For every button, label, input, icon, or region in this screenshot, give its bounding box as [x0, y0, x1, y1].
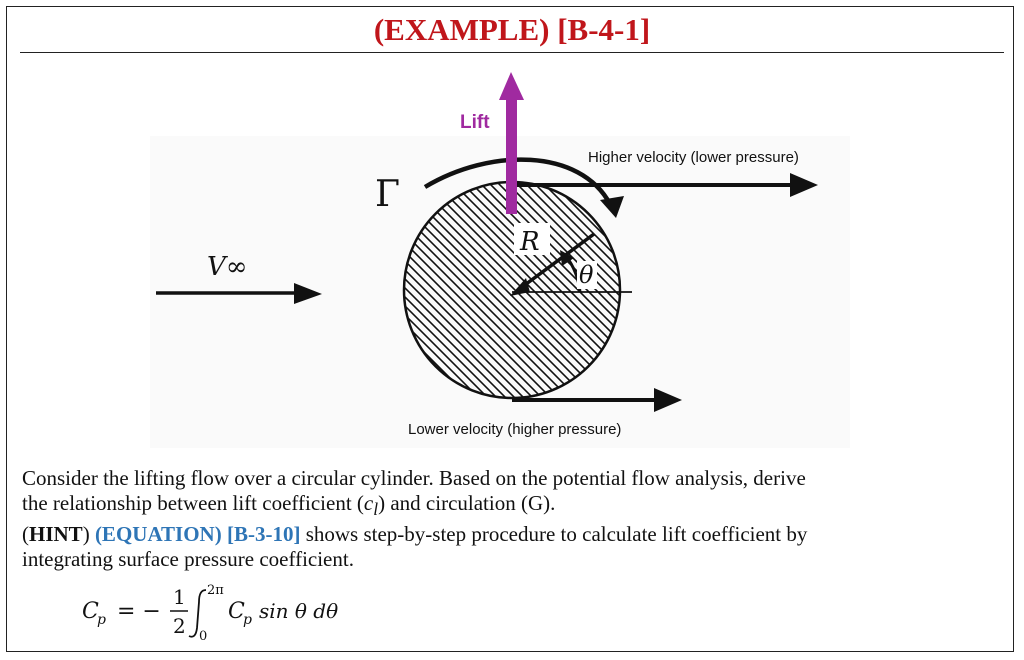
- pressure-integral-formula: C p = − 1 2 2π 0 C p sin θ dθ: [82, 583, 338, 642]
- hint-line: (HINT) (EQUATION) [B-3-10] shows step-by…: [22, 522, 808, 547]
- title-divider: [20, 52, 1004, 53]
- problem-line-2: the relationship between lift coefficien…: [22, 491, 556, 520]
- theta-arc: [560, 250, 597, 293]
- slide-title: (EXAMPLE) [B-4-1]: [373, 12, 651, 47]
- circulation-symbol: Γ: [375, 174, 400, 215]
- svg-text:p: p: [243, 612, 252, 628]
- radius-arrow: [510, 223, 596, 296]
- problem-line-1: Consider the lifting flow over a circula…: [22, 466, 806, 490]
- theta-label: θ: [579, 261, 594, 289]
- problem-line-4: integrating surface pressure coefficient…: [22, 547, 354, 572]
- equation-reference: (EQUATION) [B-3-10]: [94, 522, 301, 547]
- freestream-label: V∞: [207, 252, 247, 282]
- upper-flow-arrow: [514, 173, 818, 197]
- slide-frame: [6, 6, 1014, 652]
- cylinder-flow-diagram: R θ Γ Higher velocity (lower pressure) L…: [150, 72, 850, 448]
- lower-flow-arrow: [512, 388, 682, 412]
- svg-text:= −: = −: [117, 599, 161, 624]
- lower-flow-label: Lower velocity (higher pressure): [408, 421, 621, 438]
- svg-text:sin θ dθ: sin θ dθ: [259, 599, 338, 623]
- upper-flow-label: Higher velocity (lower pressure): [588, 149, 799, 166]
- svg-text:0: 0: [199, 629, 207, 642]
- lift-label: Lift: [460, 112, 490, 133]
- svg-text:1: 1: [173, 585, 186, 609]
- radius-label: R: [519, 227, 540, 257]
- svg-text:C: C: [82, 599, 99, 624]
- lift-arrow: [499, 72, 524, 214]
- hint-word: HINT: [29, 522, 83, 547]
- svg-text:2π: 2π: [207, 583, 224, 598]
- svg-text:C: C: [228, 599, 245, 624]
- svg-text:p: p: [97, 612, 106, 628]
- svg-text:2: 2: [173, 614, 186, 638]
- freestream-arrow: [156, 283, 322, 304]
- problem-statement: Consider the lifting flow over a circula…: [22, 466, 1012, 572]
